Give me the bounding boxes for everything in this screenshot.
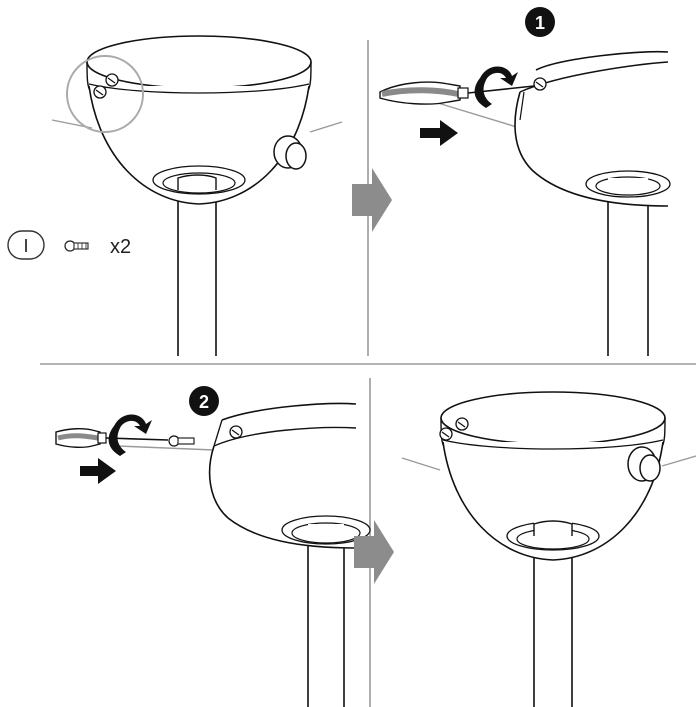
panel-top-left	[51, 35, 343, 360]
screw-icon	[229, 425, 243, 439]
screwdriver-icon	[55, 427, 169, 449]
screw-icon	[105, 73, 119, 87]
panel-top-right	[379, 50, 671, 356]
right-arrow-icon	[352, 168, 392, 232]
right-arrow-icon	[354, 520, 394, 584]
canopy-knob	[273, 135, 307, 170]
canopy-knob	[627, 446, 661, 482]
step-2-number: 2	[199, 392, 209, 412]
parts-legend: I x2	[7, 230, 131, 260]
rotate-arrow-icon	[474, 66, 518, 108]
screw-icon	[533, 77, 547, 91]
screwdriver-icon	[379, 81, 535, 105]
panel-bottom-right	[401, 391, 696, 707]
screw-icon	[168, 435, 195, 447]
screw-icon	[439, 427, 453, 441]
highlight-circle	[66, 55, 144, 133]
screw-icon	[455, 417, 469, 431]
step-1-badge: 1	[525, 7, 555, 37]
step-2-badge: 2	[189, 386, 219, 416]
push-arrow-icon	[80, 458, 116, 484]
quantity-label: x2	[110, 236, 131, 258]
screw-icon	[93, 85, 107, 99]
screw-icon	[64, 240, 89, 252]
part-label-badge	[7, 230, 45, 260]
step-1-number: 1	[535, 13, 545, 33]
panel-bottom-left	[55, 402, 371, 707]
push-arrow-icon	[420, 120, 458, 146]
part-label: I	[23, 236, 28, 256]
rotate-arrow-icon	[108, 414, 152, 456]
